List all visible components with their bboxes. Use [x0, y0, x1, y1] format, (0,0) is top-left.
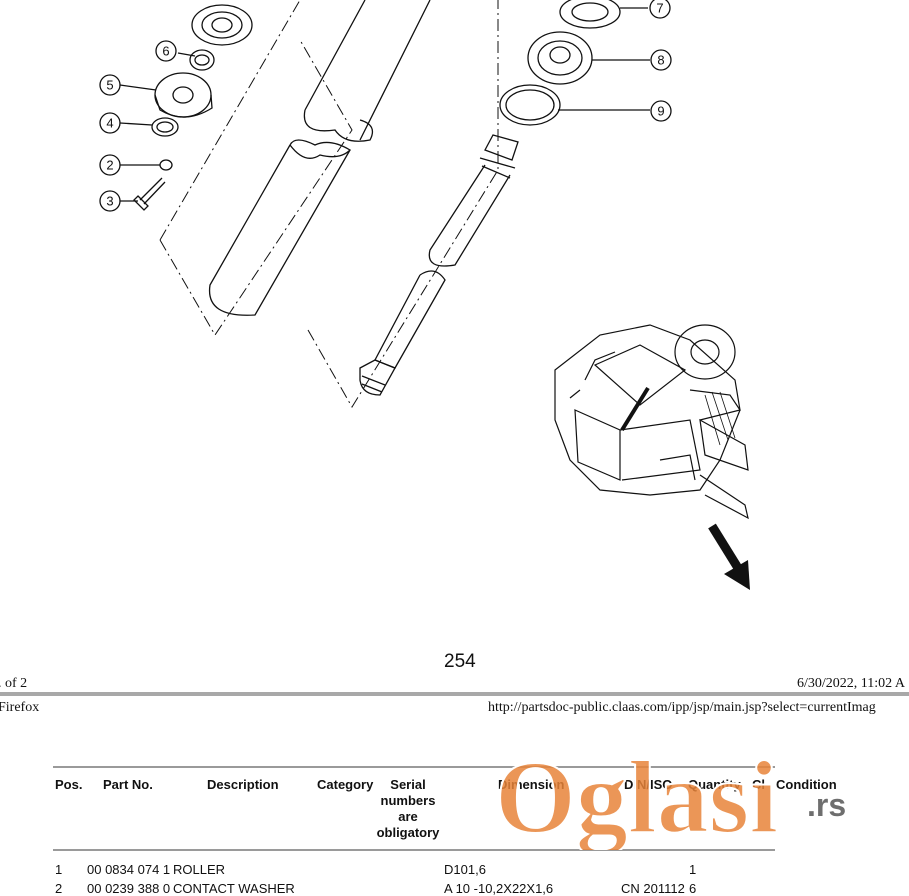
watermark-brand: Oglasi — [495, 740, 778, 850]
row-pos: 2 — [55, 881, 63, 896]
baler-machine-icon — [554, 324, 749, 520]
callout-2: 2 — [106, 158, 113, 173]
page-number: 254 — [444, 651, 476, 672]
direction-arrow-icon — [708, 523, 750, 590]
header-serial-line2: numbers — [380, 793, 436, 808]
callout-9: 9 — [657, 104, 664, 119]
oglasi-watermark-logo: Oglasi .rs — [495, 740, 846, 850]
bolt-3 — [139, 177, 166, 205]
header-cl: Cl — [752, 777, 765, 792]
callout-8: 8 — [657, 53, 664, 68]
assembly-line-left — [159, 39, 353, 336]
roller-tube-lower — [208, 144, 351, 316]
exploded-parts-drawing: 7 8 9 6 5 4 2 3 — [99, 0, 750, 590]
washer-2 — [159, 159, 173, 171]
snap-ring-9 — [499, 84, 561, 126]
page-url[interactable]: http://partsdoc-public.claas.com/ipp/jsp… — [488, 700, 876, 715]
header-din-iso: DIN/ISO — [624, 777, 673, 792]
callout-7: 7 — [656, 1, 663, 16]
row-part-no: 00 0239 388 0 — [87, 881, 171, 896]
page-separator — [0, 692, 909, 696]
shaft-lower — [374, 270, 446, 369]
row-part-no: 00 0834 074 1 — [87, 862, 171, 877]
browser-name: Firefox — [0, 700, 40, 715]
callout-6: 6 — [162, 44, 169, 59]
row-description: ROLLER — [173, 862, 226, 877]
ring-4 — [151, 117, 179, 137]
header-serial-line4: obligatory — [376, 825, 440, 840]
table-header-rule — [53, 849, 775, 851]
print-datetime: 6/30/2022, 11:02 A — [797, 676, 905, 691]
header-quantity: Quantity — [688, 777, 741, 792]
print-page-count: . of 2 — [0, 676, 28, 691]
header-part-no: Part No. — [103, 777, 153, 792]
row-quantity: 1 — [689, 862, 697, 877]
header-condition: Condition — [776, 777, 837, 792]
watermark-tld: .rs — [807, 787, 846, 823]
bearing-8 — [527, 31, 593, 85]
header-serial: Serial numbers are obligatory — [368, 777, 448, 841]
row-din-iso: CN 201112 — [621, 881, 685, 896]
row-quantity: 6 — [689, 881, 697, 896]
header-serial-line3: are — [398, 809, 418, 824]
header-pos: Pos. — [55, 777, 83, 792]
callout-5: 5 — [106, 78, 113, 93]
header-description: Description — [207, 777, 279, 792]
callout-4: 4 — [106, 116, 113, 131]
assembly-line-right — [307, 0, 499, 408]
flange-5 — [154, 72, 212, 118]
header-category: Category — [317, 777, 374, 792]
row-pos: 1 — [55, 862, 63, 877]
row-dimension: A 10 -10,2X22X1,6 — [444, 881, 554, 896]
shaft-upper — [428, 164, 511, 267]
header-dimension: Dimension — [498, 777, 565, 792]
ring-6 — [189, 49, 215, 71]
roller-tube-upper — [304, 0, 431, 141]
bearing-left — [191, 4, 253, 46]
callout-3: 3 — [106, 194, 113, 209]
header-serial-line1: Serial — [390, 777, 426, 792]
row-description: CONTACT WASHER — [173, 881, 295, 896]
table-top-rule — [53, 766, 775, 768]
row-dimension: D101,6 — [444, 862, 486, 877]
